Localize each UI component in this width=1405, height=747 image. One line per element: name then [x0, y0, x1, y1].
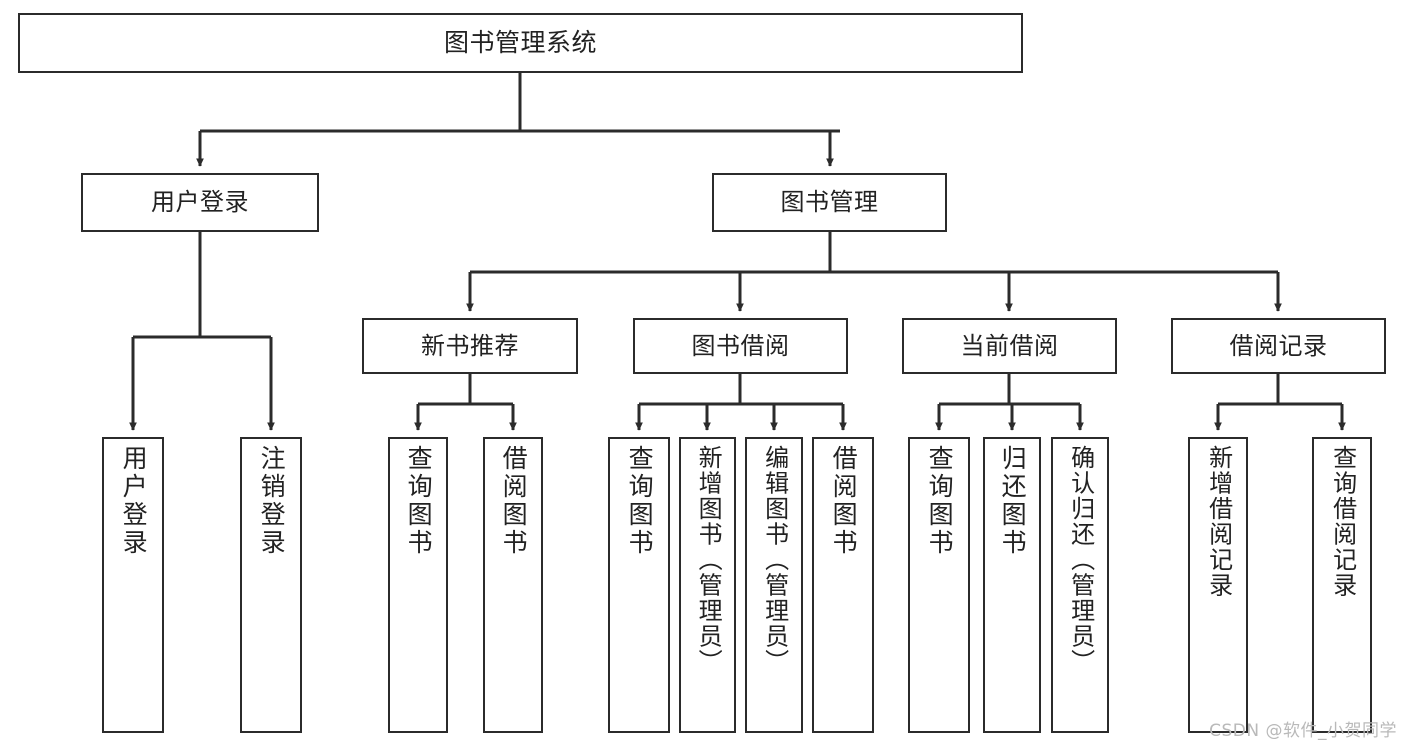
node-current-borrow-label: 当前借阅 — [960, 331, 1059, 360]
node-root[interactable]: 图书管理系统 — [18, 13, 1023, 73]
node-leaf-logout-label: 注销登录 — [257, 445, 287, 557]
node-book-manage-label: 图书管理 — [780, 188, 879, 217]
node-leaf-borrow-book-recommend-label: 借阅图书 — [499, 445, 529, 557]
node-leaf-add-borrow-record[interactable]: 新增借阅记录 — [1188, 437, 1248, 733]
node-leaf-query-book-recommend[interactable]: 查询图书 — [388, 437, 448, 733]
node-leaf-user-login[interactable]: 用户登录 — [102, 437, 164, 733]
node-leaf-borrow-book-recommend[interactable]: 借阅图书 — [483, 437, 543, 733]
node-leaf-add-book-label: 新增图书（管理员） — [694, 445, 723, 675]
node-root-label: 图书管理系统 — [443, 28, 597, 57]
node-current-borrow[interactable]: 当前借阅 — [902, 318, 1117, 374]
node-leaf-return-book[interactable]: 归还图书 — [983, 437, 1041, 733]
node-book-borrow[interactable]: 图书借阅 — [633, 318, 848, 374]
node-leaf-query-book-recommend-label: 查询图书 — [404, 445, 434, 557]
node-book-borrow-label: 图书借阅 — [691, 331, 790, 360]
node-leaf-query-book-borrow-label: 查询图书 — [625, 445, 655, 557]
node-new-book-recommend-label: 新书推荐 — [421, 331, 519, 360]
node-book-manage[interactable]: 图书管理 — [712, 173, 947, 232]
node-leaf-logout[interactable]: 注销登录 — [240, 437, 302, 733]
node-borrow-record-label: 借阅记录 — [1229, 331, 1328, 360]
node-leaf-query-borrow-record[interactable]: 查询借阅记录 — [1312, 437, 1372, 733]
csdn-watermark: CSDN @软件_小贺同学 — [1209, 721, 1397, 741]
node-leaf-query-borrow-record-label: 查询借阅记录 — [1328, 445, 1357, 598]
node-leaf-confirm-return-label: 确认归还（管理员） — [1066, 445, 1095, 675]
node-leaf-edit-book[interactable]: 编辑图书（管理员） — [745, 437, 803, 733]
node-leaf-add-book[interactable]: 新增图书（管理员） — [679, 437, 736, 733]
node-leaf-query-book-borrow[interactable]: 查询图书 — [608, 437, 670, 733]
node-leaf-confirm-return[interactable]: 确认归还（管理员） — [1051, 437, 1109, 733]
node-borrow-record[interactable]: 借阅记录 — [1171, 318, 1386, 374]
node-leaf-add-borrow-record-label: 新增借阅记录 — [1204, 445, 1233, 598]
node-leaf-query-book-current[interactable]: 查询图书 — [908, 437, 970, 733]
node-leaf-borrow-book-label: 借阅图书 — [829, 445, 859, 557]
node-leaf-query-book-current-label: 查询图书 — [925, 445, 955, 557]
node-new-book-recommend[interactable]: 新书推荐 — [362, 318, 578, 374]
node-leaf-user-login-label: 用户登录 — [119, 445, 149, 557]
node-leaf-edit-book-label: 编辑图书（管理员） — [760, 445, 789, 675]
node-user-login-label: 用户登录 — [151, 188, 249, 217]
node-leaf-borrow-book[interactable]: 借阅图书 — [812, 437, 874, 733]
node-leaf-return-book-label: 归还图书 — [998, 445, 1028, 557]
node-user-login[interactable]: 用户登录 — [81, 173, 319, 232]
